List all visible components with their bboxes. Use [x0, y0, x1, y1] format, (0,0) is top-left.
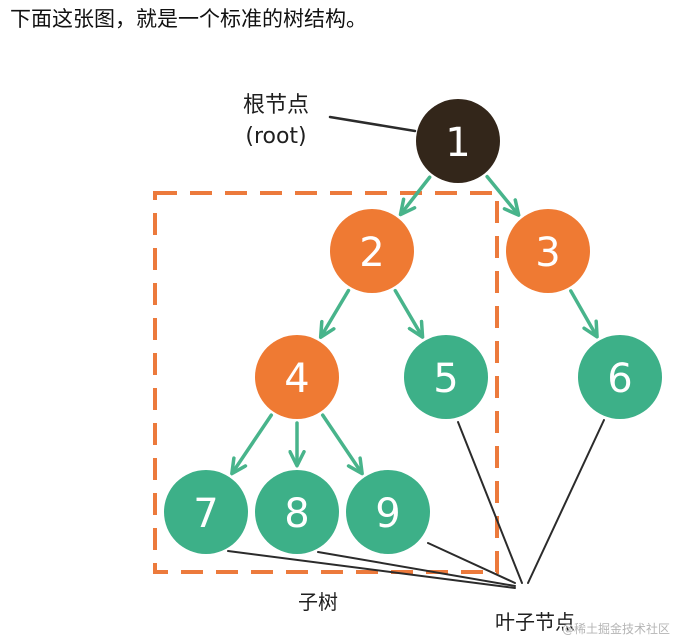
tree-node-5: 5 — [404, 335, 488, 419]
tree-node-9: 9 — [346, 470, 430, 554]
tree-node-label: 2 — [359, 230, 384, 276]
watermark: @稀土掘金技术社区 — [561, 622, 670, 636]
tree-node-label: 6 — [607, 356, 632, 402]
tree-node-label: 3 — [535, 230, 560, 276]
node-layer: 1 2 3 4 5 6 7 8 9 — [164, 99, 662, 554]
edge-2-5 — [393, 288, 425, 339]
tree-node-4: 4 — [255, 335, 339, 419]
edge-4-9 — [320, 413, 364, 476]
tree-node-circle — [404, 335, 488, 419]
tree-node-label: 9 — [375, 491, 400, 537]
tree-node-circle — [506, 209, 590, 293]
tree-node-label: 5 — [433, 356, 458, 402]
tree-node-1: 1 — [416, 99, 500, 183]
root-label: 根节点 — [243, 93, 309, 118]
heading: 下面这张图，就是一个标准的树结构。 — [10, 7, 367, 31]
tree-node-circle — [346, 470, 430, 554]
edge-1-3 — [485, 174, 521, 217]
tree-node-label: 7 — [193, 491, 218, 537]
edge-2-4 — [318, 288, 351, 340]
tree-node-circle — [255, 470, 339, 554]
tree-node-circle — [164, 470, 248, 554]
leaf-pointer-to-8 — [317, 551, 516, 587]
tree-node-circle — [416, 99, 500, 183]
tree-node-label: 8 — [284, 491, 309, 537]
tree-node-label: 1 — [445, 120, 470, 166]
edge-4-7 — [230, 413, 274, 476]
leaf-pointer-to-9 — [427, 542, 516, 584]
edge-1-2 — [398, 175, 432, 217]
tree-node-3: 3 — [506, 209, 590, 293]
tree-node-circle — [330, 209, 414, 293]
tree-node-8: 8 — [255, 470, 339, 554]
tree-node-6: 6 — [578, 335, 662, 419]
tree-node-label: 4 — [284, 356, 309, 402]
edge-layer — [230, 174, 599, 476]
leaf-pointer-to-5 — [457, 421, 523, 584]
leaf-node-label: 叶子节点 — [495, 610, 575, 634]
root-label-en: (root) — [245, 124, 306, 149]
leaf-pointer-lines — [227, 419, 605, 589]
tree-node-circle — [255, 335, 339, 419]
subtree-label: 子树 — [298, 590, 338, 614]
leaf-pointer-to-7 — [227, 550, 516, 589]
root-pointer-line — [328, 115, 417, 133]
tree-node-7: 7 — [164, 470, 248, 554]
subtree-boundary — [153, 191, 499, 574]
leaf-pointer-to-6 — [527, 419, 605, 584]
tree-node-circle — [578, 335, 662, 419]
edge-3-6 — [569, 289, 599, 339]
tree-node-2: 2 — [330, 209, 414, 293]
